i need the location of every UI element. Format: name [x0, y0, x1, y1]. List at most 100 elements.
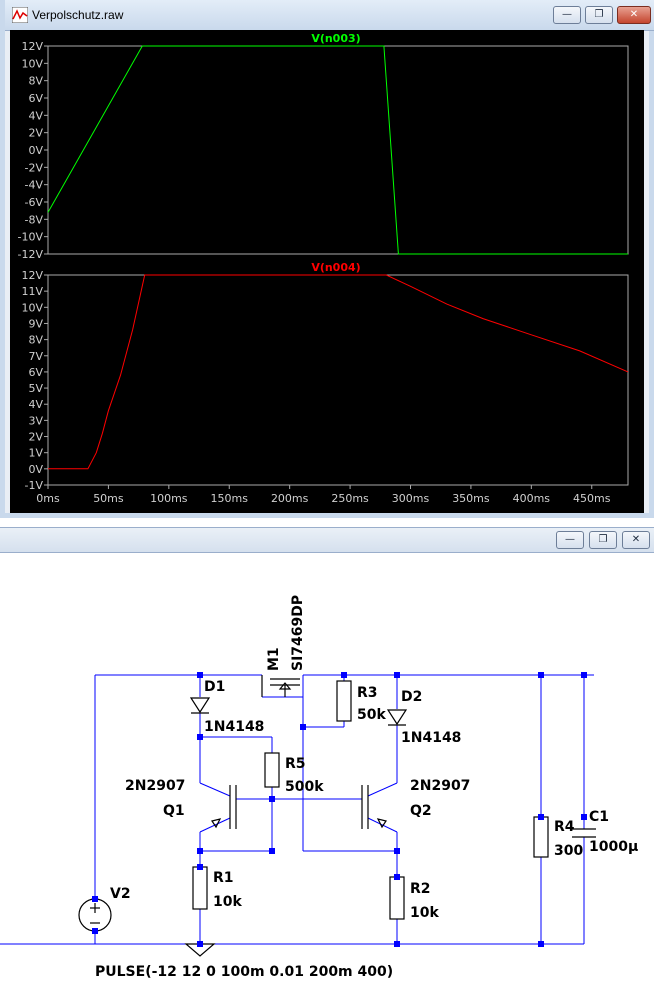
- pane2-y-tick-label: 2V: [28, 431, 43, 444]
- pane2-y-tick-label: -1V: [25, 479, 44, 492]
- q1-model-label[interactable]: 2N2907: [125, 778, 185, 794]
- component-labels: M1 SI7469DP D1 1N4148 R3 50k D2 1N4148 R…: [95, 595, 638, 980]
- plot-canvas[interactable]: V(n003) 12V10V8V6V4V2V0V-2V-4V-6V-8V-10V…: [10, 30, 644, 513]
- maximize-button[interactable]: ❐: [585, 6, 613, 24]
- pane2-y-tick-label: 4V: [28, 398, 43, 411]
- v2-source-label[interactable]: PULSE(-12 12 0 100m 0.01 200m 400): [95, 964, 393, 980]
- pane1-frame[interactable]: [47, 45, 629, 255]
- d2-diode-symbol[interactable]: [386, 709, 408, 726]
- q2-model-label[interactable]: 2N2907: [410, 778, 470, 794]
- junction-nodes: [92, 672, 587, 947]
- pane2-y-tick-label: 3V: [28, 414, 43, 427]
- x-tick-label: 400ms: [513, 492, 551, 505]
- pane2-y-tick-label: 11V: [21, 285, 43, 298]
- schematic-canvas[interactable]: M1 SI7469DP D1 1N4148 R3 50k D2 1N4148 R…: [0, 551, 654, 1008]
- q2-label[interactable]: Q2: [410, 803, 432, 819]
- r5-value-label[interactable]: 500k: [285, 779, 324, 795]
- pane2-y-tick-label: 10V: [21, 301, 43, 314]
- pane2-y-ticks: 12V 11V 10V 9V 8V 7V 6V 5V 4V 3V 2V 1V 0V -1V: [21, 269, 48, 492]
- r1-label[interactable]: R1: [213, 870, 234, 886]
- q2-transistor-symbol[interactable]: [361, 785, 387, 829]
- x-tick-label: 100ms: [150, 492, 188, 505]
- pane2-y-tick-label: 9V: [28, 317, 43, 330]
- r4-resistor-symbol[interactable]: [533, 816, 549, 858]
- x-tick-label: 350ms: [452, 492, 490, 505]
- x-tick-label: 300ms: [392, 492, 430, 505]
- m1-model-label[interactable]: SI7469DP: [290, 595, 306, 671]
- pane2-y-tick-label: 6V: [28, 366, 43, 379]
- r4-label[interactable]: R4: [554, 819, 575, 835]
- d2-model-label[interactable]: 1N4148: [401, 730, 461, 746]
- r5-resistor-symbol[interactable]: [264, 752, 280, 788]
- r2-label[interactable]: R2: [410, 881, 431, 897]
- r2-value-label[interactable]: 10k: [410, 905, 439, 921]
- minimize-button[interactable]: —: [553, 6, 581, 24]
- x-tick-label: 150ms: [211, 492, 249, 505]
- pane1-y-tick-label: 2V: [28, 127, 43, 140]
- pane1-y-tick-label: 12V: [21, 40, 43, 53]
- pane1-trace-v-n003[interactable]: [47, 45, 628, 255]
- schematic-window: — ❐ ✕: [0, 527, 654, 1008]
- r3-value-label[interactable]: 50k: [357, 707, 386, 723]
- x-tick-label: 250ms: [331, 492, 369, 505]
- waveform-titlebar[interactable]: Verpolschutz.raw — ❐ ✕: [5, 0, 654, 31]
- d1-model-label[interactable]: 1N4148: [204, 719, 264, 735]
- pane2-y-tick-label: 5V: [28, 382, 43, 395]
- x-tick-label: 200ms: [271, 492, 309, 505]
- c1-value-label[interactable]: 1000µ: [589, 839, 638, 855]
- r4-value-label[interactable]: 300: [554, 843, 583, 859]
- pane1-y-tick-label: -8V: [25, 213, 44, 226]
- x-axis-ticks: 0ms 50ms 100ms 150ms 200ms 250ms 300ms 350ms 400…: [36, 485, 611, 505]
- x-tick-label: 50ms: [93, 492, 124, 505]
- pane1-y-tick-label: 0V: [28, 144, 43, 157]
- q1-label[interactable]: Q1: [163, 803, 185, 819]
- c1-label[interactable]: C1: [589, 809, 609, 825]
- pane2-trace-v-n004[interactable]: [48, 274, 629, 470]
- r1-value-label[interactable]: 10k: [213, 894, 242, 910]
- waveform-window: Verpolschutz.raw — ❐ ✕ V(n003) 12V 10V 8V 6…: [0, 0, 654, 518]
- r3-label[interactable]: R3: [357, 685, 378, 701]
- pane2-y-tick-label: 1V: [28, 447, 43, 460]
- pane2-frame[interactable]: [47, 274, 629, 486]
- window-title: Verpolschutz.raw: [32, 8, 124, 22]
- pane2-y-tick-label: 7V: [28, 350, 43, 363]
- close-button[interactable]: ✕: [617, 6, 651, 24]
- schematic-maximize-button[interactable]: ❐: [589, 531, 617, 549]
- pane2-y-tick-label: 8V: [28, 334, 43, 347]
- pane2-trace-label[interactable]: V(n004): [311, 261, 360, 274]
- pane2-y-tick-label: 0V: [28, 463, 43, 476]
- x-tick-label: 450ms: [573, 492, 611, 505]
- x-tick-label: 0ms: [36, 492, 60, 505]
- m1-label[interactable]: M1: [266, 647, 282, 671]
- pane1-y-tick-label: 4V: [28, 109, 43, 122]
- pane1-trace-label[interactable]: V(n003): [311, 32, 360, 45]
- pane1-y-tick-label: -6V: [25, 196, 44, 209]
- m1-mosfet-symbol[interactable]: [261, 675, 300, 697]
- d1-label[interactable]: D1: [204, 679, 225, 695]
- q1-transistor-symbol[interactable]: [211, 785, 237, 829]
- waveform-app-icon: [12, 7, 28, 23]
- schematic-close-button[interactable]: ✕: [622, 531, 650, 549]
- schematic-titlebar[interactable]: — ❐ ✕: [0, 527, 654, 553]
- pane1-y-tick-label: -12V: [18, 248, 44, 261]
- v2-label[interactable]: V2: [110, 886, 131, 902]
- d1-diode-symbol[interactable]: [189, 697, 211, 714]
- c1-capacitor-symbol[interactable]: [572, 828, 596, 838]
- schematic-minimize-button[interactable]: —: [556, 531, 584, 549]
- r2-resistor-symbol[interactable]: [389, 876, 405, 920]
- pane1-y-tick-label: -10V: [18, 231, 44, 244]
- r1-resistor-symbol[interactable]: [192, 866, 208, 910]
- components: [78, 675, 596, 957]
- wires: [0, 674, 594, 945]
- pane1-y-tick-label: 10V: [21, 57, 43, 70]
- pane1-y-tick-label: 6V: [28, 92, 43, 105]
- v2-voltage-source-symbol[interactable]: [78, 898, 112, 932]
- pane2-y-tick-label: 12V: [21, 269, 43, 282]
- pane1-y-tick-label: 8V: [28, 75, 43, 88]
- r3-resistor-symbol[interactable]: [336, 680, 352, 722]
- r5-label[interactable]: R5: [285, 756, 306, 772]
- pane1-y-tick-label: -2V: [25, 161, 44, 174]
- d2-label[interactable]: D2: [401, 689, 422, 705]
